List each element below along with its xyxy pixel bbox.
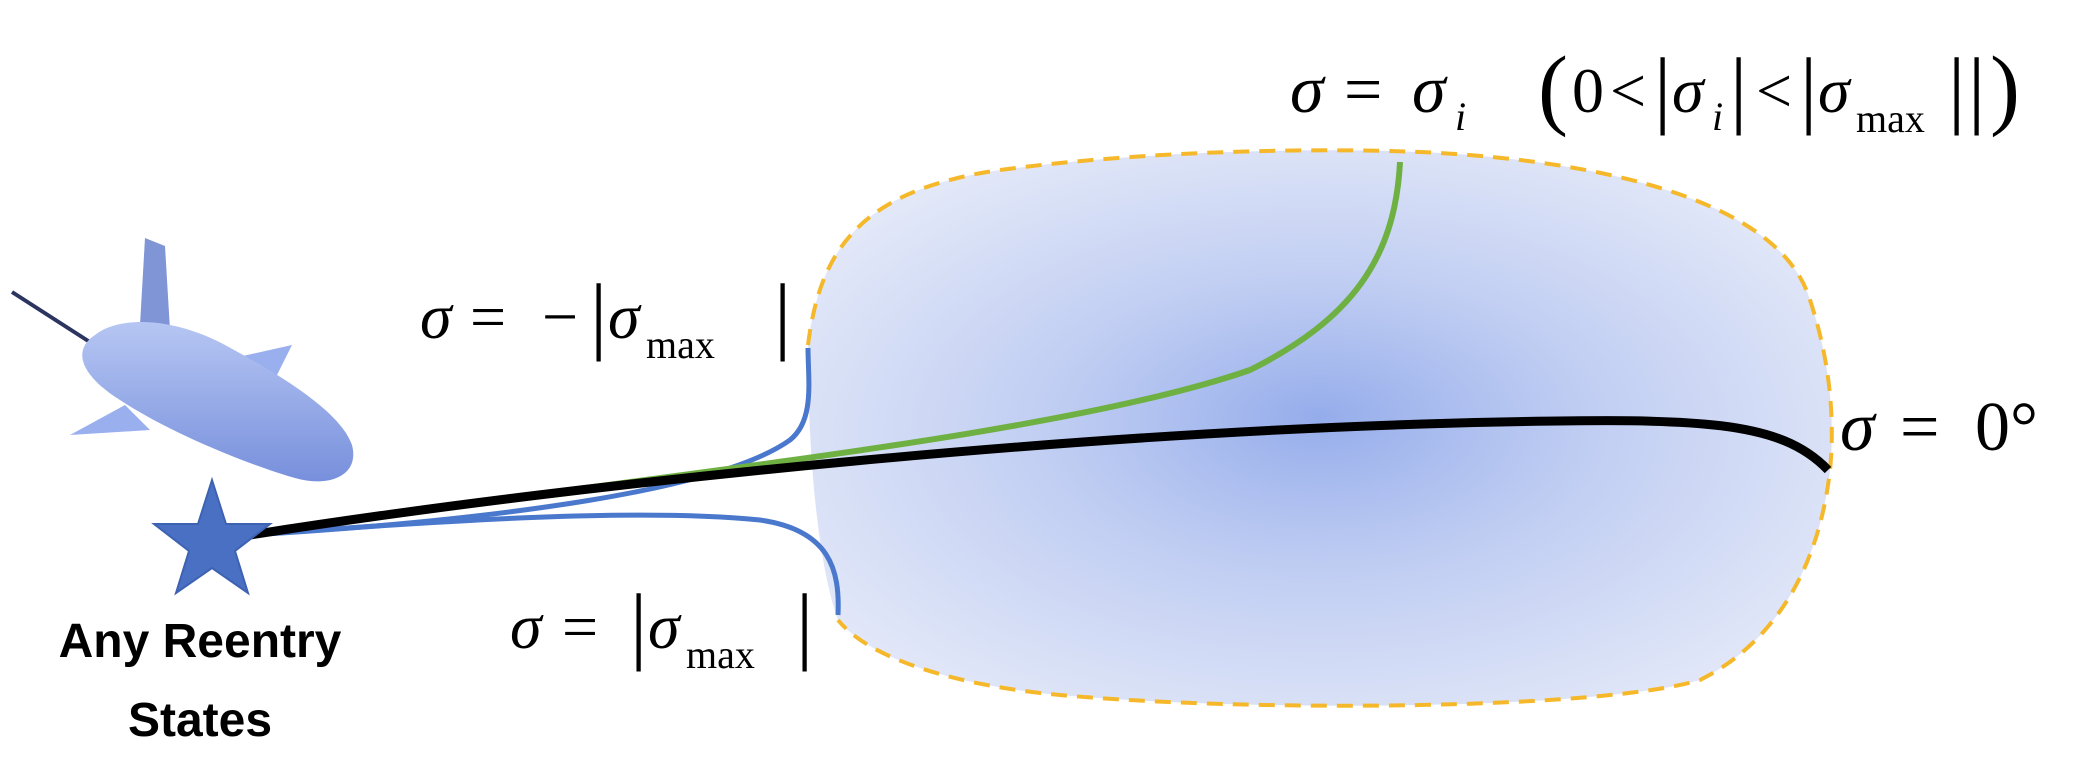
svg-text:max: max: [1856, 96, 1925, 141]
svg-text:|: |: [796, 576, 813, 672]
svg-text:i: i: [1712, 94, 1723, 139]
svg-text:<: <: [1756, 55, 1792, 126]
label-sigma-zero: σ = 0°: [1840, 389, 2038, 466]
svg-text:<: <: [1610, 55, 1646, 126]
svg-text:|: |: [630, 576, 647, 672]
label-sigma-neg-max: σ = − | σ max |: [420, 266, 791, 367]
curve-sigma-zero: [249, 416, 1832, 540]
curve-sigma-pos-max: [249, 512, 841, 616]
svg-text:σ: σ: [420, 281, 454, 352]
svg-text:σ: σ: [648, 591, 682, 662]
label-sigma-pos-max: σ = | σ max |: [510, 576, 813, 677]
svg-text:max: max: [646, 322, 715, 367]
svg-text:0°: 0°: [1975, 389, 2038, 466]
region-boundary: [806, 148, 1834, 708]
svg-text:|: |: [590, 266, 607, 362]
svg-text:σ: σ: [1818, 55, 1852, 126]
svg-text:=: =: [562, 591, 598, 662]
svg-text:|: |: [1730, 40, 1747, 136]
svg-text:0: 0: [1572, 55, 1604, 126]
svg-text:σ: σ: [1412, 51, 1448, 127]
svg-text:=: =: [1344, 51, 1382, 127]
reentry-vehicle-icon: [10, 238, 354, 482]
svg-text:=: =: [470, 281, 506, 352]
svg-text:σ: σ: [1672, 55, 1706, 126]
svg-text:σ: σ: [1840, 389, 1877, 466]
svg-text:|: |: [1968, 40, 1985, 136]
svg-text:σ: σ: [1290, 51, 1326, 127]
start-caption-line1: Any Reentry: [59, 615, 342, 668]
svg-text:): ): [1990, 39, 2020, 138]
svg-text:(: (: [1538, 39, 1568, 138]
svg-text:|: |: [1948, 40, 1965, 136]
svg-text:max: max: [686, 632, 755, 677]
svg-text:|: |: [1654, 40, 1671, 136]
svg-text:σ: σ: [608, 281, 642, 352]
svg-text:=: =: [1900, 389, 1939, 466]
svg-text:σ: σ: [510, 591, 544, 662]
svg-text:|: |: [774, 266, 791, 362]
svg-text:−: −: [542, 281, 578, 352]
label-sigma-i: σ = σ i ( 0 < | σ i | < | σ max | | ): [1290, 39, 2020, 141]
svg-text:i: i: [1455, 94, 1466, 139]
start-caption-line2: States: [128, 694, 272, 747]
star-icon: [151, 476, 273, 596]
svg-text:|: |: [1800, 40, 1817, 136]
